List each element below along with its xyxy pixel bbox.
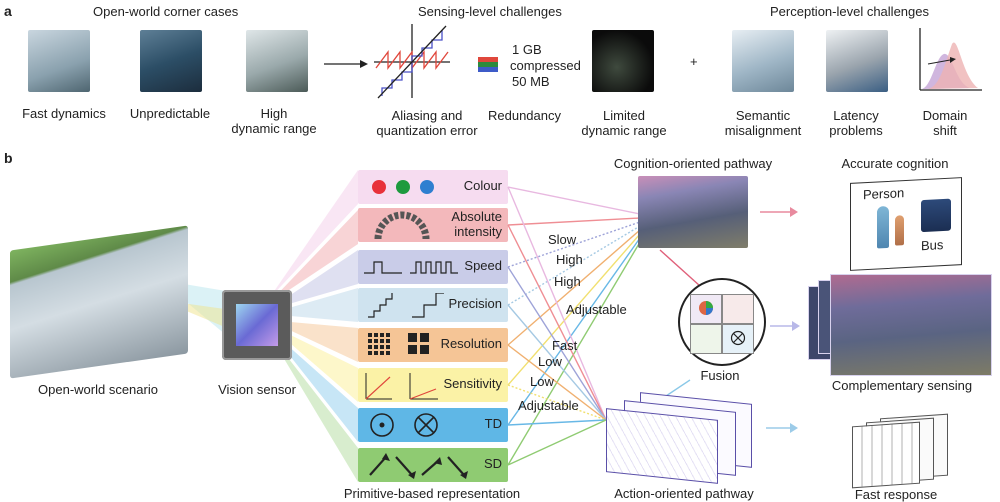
primitive-sd: SD xyxy=(358,448,508,482)
colour-dots-icon xyxy=(372,180,434,194)
panel-b-label: b xyxy=(4,150,13,166)
annotation-high-2: High xyxy=(554,274,581,289)
primitive-colour: Colour xyxy=(358,170,508,204)
primitive-sensitivity: Sensitivity xyxy=(358,368,508,402)
scenario-label: Open-world scenario xyxy=(38,382,158,397)
misalignment-label: misalignment xyxy=(724,123,802,138)
primitives-caption: Primitive-based representation xyxy=(343,486,521,501)
precision-label: Precision xyxy=(448,296,502,311)
problems-label: problems xyxy=(829,123,883,138)
latency-problems-image xyxy=(826,30,888,92)
fast-response-frame-1 xyxy=(852,421,920,489)
quantization-label: quantization error xyxy=(376,123,478,138)
data-cube-icon xyxy=(478,57,498,72)
person-figure-2 xyxy=(895,215,904,246)
semantic-misalignment-image xyxy=(732,30,794,92)
annotation-low-1: Low xyxy=(538,354,562,369)
otimes-icon xyxy=(730,330,746,346)
high-label: High xyxy=(260,106,288,121)
person-figure xyxy=(877,205,889,249)
primitive-td: TD xyxy=(358,408,508,442)
action-pathway-label: Action-oriented pathway xyxy=(614,486,754,501)
cognition-scene-image xyxy=(638,176,748,248)
sd-arrows-icon xyxy=(369,453,468,479)
sensitivity-label: Sensitivity xyxy=(443,376,502,391)
annotation-high-1: High xyxy=(556,252,583,267)
latency-label: Latency xyxy=(833,108,879,123)
aliasing-label: Aliasing and xyxy=(391,108,463,123)
td-label: TD xyxy=(484,416,502,431)
size-compressed-label: compressed xyxy=(510,58,581,73)
speed-pulse-icon xyxy=(364,261,458,274)
unpredictable-image xyxy=(140,30,202,92)
fast-dynamics-image xyxy=(28,30,90,92)
header-corner-cases: Open-world corner cases xyxy=(93,4,239,19)
colour-label: Colour xyxy=(463,178,502,193)
fast-response-label: Fast response xyxy=(854,487,938,502)
intensity-label-2: intensity xyxy=(454,224,502,239)
domain-shift-plot-icon xyxy=(919,28,982,91)
sensitivity-curve-icon xyxy=(365,373,438,400)
arrow-right-icon xyxy=(324,60,368,68)
speed-label: Speed xyxy=(464,258,502,273)
fusion-label: Fusion xyxy=(700,368,740,383)
fusion-circle xyxy=(678,278,766,366)
plus-sign: + xyxy=(690,54,698,69)
fusion-tile-arrows xyxy=(690,324,722,354)
size-compressed: 50 MB xyxy=(512,74,550,89)
size-uncompressed: 1 GB xyxy=(512,42,542,57)
intensity-gauge-icon xyxy=(374,211,430,240)
annotation-low-2: Low xyxy=(530,374,554,389)
cognition-frame: Person Bus xyxy=(850,177,962,271)
fusion-tile-td xyxy=(722,324,754,354)
sensor-die xyxy=(236,304,278,346)
bus-figure xyxy=(921,198,951,233)
fast-dynamics-label: Fast dynamics xyxy=(22,106,106,121)
shift-label: shift xyxy=(933,123,957,138)
primitive-precision: Precision xyxy=(358,288,508,322)
td-symbols-icon xyxy=(370,413,438,437)
bus-label: Bus xyxy=(921,237,944,254)
fusion-tile-gauge xyxy=(722,294,754,324)
aliasing-plot-icon xyxy=(374,24,450,99)
person-label: Person xyxy=(863,185,905,203)
primitive-absolute-intensity: Absolute intensity xyxy=(358,208,508,242)
dynamic-range-label: dynamic range xyxy=(231,121,317,136)
header-perception: Perception-level challenges xyxy=(770,4,929,19)
precision-steps-icon xyxy=(368,293,444,318)
intensity-label-1: Absolute xyxy=(451,209,502,224)
limited-dynamic-range-image xyxy=(592,30,654,92)
semantic-label: Semantic xyxy=(735,108,791,123)
primitive-resolution: Resolution xyxy=(358,328,508,362)
colour-wheel-icon xyxy=(699,301,713,315)
complementary-frame-front xyxy=(830,274,992,376)
annotation-fast: Fast xyxy=(552,338,578,353)
sensor-label: Vision sensor xyxy=(218,382,296,397)
sd-label: SD xyxy=(483,456,502,471)
panel-a-label: a xyxy=(4,3,12,19)
action-frame-1 xyxy=(606,408,718,484)
limited-dynamic-range-label: dynamic range xyxy=(581,123,667,138)
header-sensing: Sensing-level challenges xyxy=(418,4,562,19)
vision-sensor-chip xyxy=(222,290,292,360)
high-dynamic-range-image xyxy=(246,30,308,92)
complementary-sensing-label: Complementary sensing xyxy=(831,378,973,393)
primitive-speed: Speed xyxy=(358,250,508,284)
annotation-adjustable-1: Adjustable xyxy=(566,302,627,317)
annotation-adjustable-2: Adjustable xyxy=(518,398,579,413)
unpredictable-label: Unpredictable xyxy=(129,106,211,121)
limited-label: Limited xyxy=(603,108,645,123)
resolution-grid-icon xyxy=(368,333,429,355)
annotation-slow: Slow xyxy=(548,232,577,247)
domain-label: Domain xyxy=(922,108,968,123)
cognition-pathway-label: Cognition-oriented pathway xyxy=(613,156,773,171)
resolution-label: Resolution xyxy=(440,336,502,351)
redundancy-label: Redundancy xyxy=(488,108,561,123)
accurate-cognition-label: Accurate cognition xyxy=(841,156,949,171)
